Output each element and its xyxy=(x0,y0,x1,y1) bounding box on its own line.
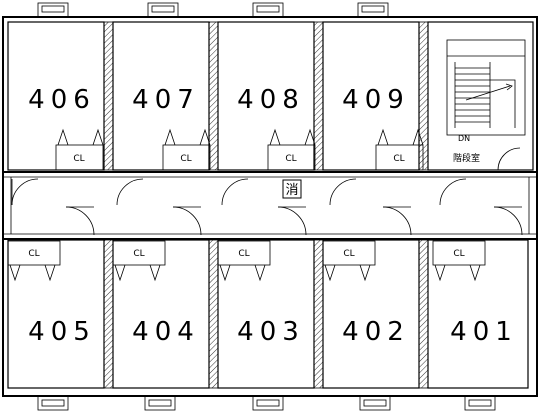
room-number-401: 401 xyxy=(450,317,518,347)
closet-label-402: CL xyxy=(343,249,354,259)
closet-label-408: CL xyxy=(285,154,296,164)
fire-extinguisher-mark: 消 xyxy=(282,179,302,199)
room-number-409: 409 xyxy=(342,85,410,115)
extinguisher-label: 消 xyxy=(285,183,298,198)
bottom-row-walls xyxy=(7,239,529,389)
top-balcony-tabs xyxy=(37,2,389,18)
bottom-closets xyxy=(7,240,486,282)
closet-label-406: CL xyxy=(73,154,84,164)
room-number-408: 408 xyxy=(237,85,305,115)
room-number-406: 406 xyxy=(28,85,96,115)
closet-label-405: CL xyxy=(28,249,39,259)
room-number-402: 402 xyxy=(342,317,410,347)
top-closets xyxy=(55,128,424,171)
room-number-405: 405 xyxy=(28,317,96,347)
stairwell-label: 階段室 xyxy=(453,152,480,164)
closet-label-404: CL xyxy=(133,249,144,259)
room-number-404: 404 xyxy=(132,317,200,347)
closet-label-409: CL xyxy=(393,154,404,164)
closet-label-401: CL xyxy=(453,249,464,259)
room-number-403: 403 xyxy=(237,317,305,347)
closet-label-403: CL xyxy=(238,249,249,259)
stairwell xyxy=(427,21,534,171)
bottom-balcony-tabs xyxy=(37,395,496,411)
room-number-407: 407 xyxy=(132,85,200,115)
corridor xyxy=(3,171,537,240)
stair-direction-label: DN xyxy=(458,134,470,143)
closet-label-407: CL xyxy=(180,154,191,164)
corridor-door-swings xyxy=(11,178,523,236)
